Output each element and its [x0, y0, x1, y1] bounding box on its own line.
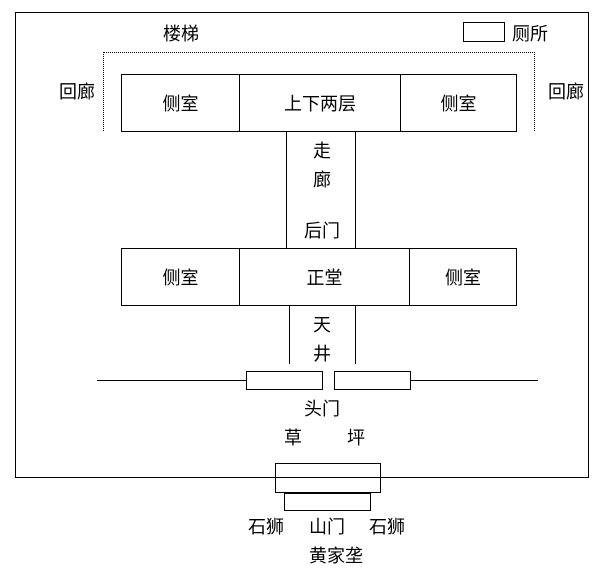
- main-hall: 正堂: [239, 248, 410, 306]
- corridor-enclosure: [103, 52, 535, 131]
- courtyard-label-1: 天: [313, 315, 331, 336]
- rear-center-hall: 上下两层: [239, 74, 401, 132]
- walkway-left-wall: [286, 132, 287, 248]
- stone-lion-left-label: 石狮: [248, 517, 284, 538]
- courtyard-right-wall: [355, 306, 356, 364]
- rear-right-room-label: 侧室: [440, 94, 477, 115]
- rear-left-room-label: 侧室: [162, 94, 199, 115]
- front-door-leaf-left: [246, 371, 323, 390]
- mountain-gate-roof: [275, 463, 381, 493]
- front-wall-right: [410, 380, 538, 381]
- lawn-label-2: 坪: [347, 428, 365, 449]
- mountain-gate-base: [284, 493, 371, 511]
- toilet-box: [463, 22, 505, 42]
- stone-lion-right-label: 石狮: [369, 517, 405, 538]
- toilet-label: 厕所: [512, 24, 548, 45]
- corridor-right-label: 回廊: [548, 82, 584, 103]
- walkway-label-2: 廊: [313, 170, 331, 191]
- stairs-label: 楼梯: [163, 24, 199, 45]
- courtyard-label-2: 井: [313, 344, 331, 365]
- mountain-gate-roof-line: [275, 477, 381, 478]
- rear-right-room: 侧室: [400, 74, 517, 132]
- walkway-label-1: 走: [313, 141, 331, 162]
- main-left-room-label: 侧室: [162, 268, 199, 289]
- front-wall-left: [97, 380, 247, 381]
- estate-name-label: 黄家垄: [309, 546, 363, 567]
- front-door-leaf-right: [334, 371, 411, 390]
- front-door-label: 头门: [304, 399, 340, 420]
- main-hall-label: 正堂: [306, 268, 343, 289]
- corridor-left-label: 回廊: [59, 82, 95, 103]
- main-right-room: 侧室: [409, 248, 517, 306]
- main-left-room: 侧室: [121, 248, 240, 306]
- back-door-label: 后门: [304, 221, 340, 242]
- courtyard-left-wall: [289, 306, 290, 364]
- rear-center-label: 上下两层: [284, 94, 356, 115]
- lawn-label-1: 草: [284, 428, 302, 449]
- main-right-room-label: 侧室: [445, 268, 481, 289]
- mountain-gate-label: 山门: [309, 517, 345, 538]
- rear-left-room: 侧室: [121, 74, 240, 132]
- walkway-right-wall: [355, 132, 356, 248]
